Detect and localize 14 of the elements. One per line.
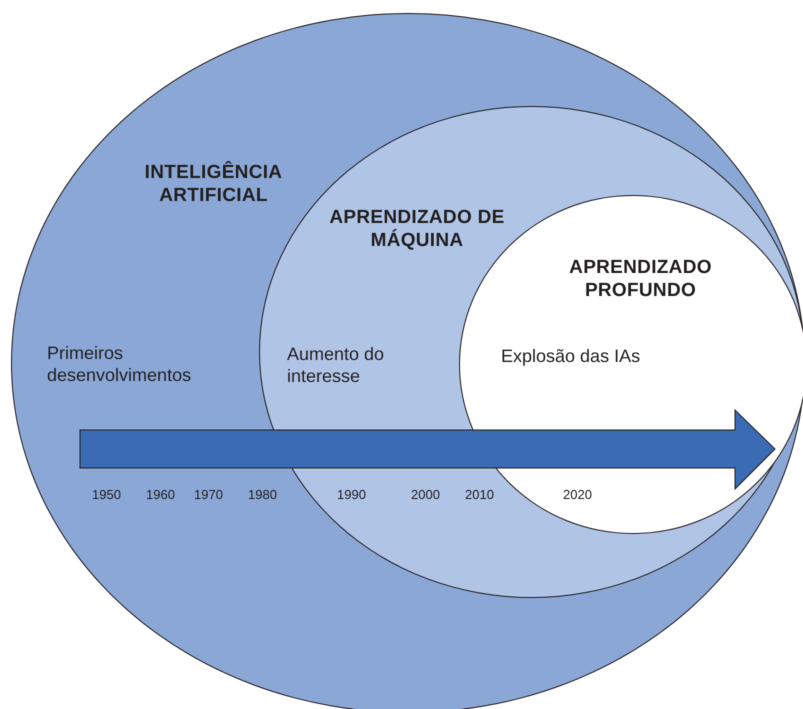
region-title: APRENDIZADO PROFUNDO <box>568 256 713 302</box>
year-label: 1950 <box>92 487 121 502</box>
region-description: Explosão das IAs <box>501 346 642 368</box>
region-title: INTELIGÊNCIA ARTIFICIAL <box>144 161 284 208</box>
year-label: 1980 <box>248 487 277 502</box>
year-label: 2010 <box>465 487 494 502</box>
year-label: 1960 <box>146 487 175 502</box>
region-title: APRENDIZADO DE MÁQUINA <box>328 206 506 252</box>
year-label: 1990 <box>337 487 366 502</box>
year-label: 2020 <box>563 487 592 502</box>
year-label: 2000 <box>411 487 440 502</box>
region-description: Aumento do interesse <box>287 344 386 388</box>
year-label: 1970 <box>194 487 223 502</box>
region-description: Primeiros desenvolvimentos <box>47 343 192 387</box>
